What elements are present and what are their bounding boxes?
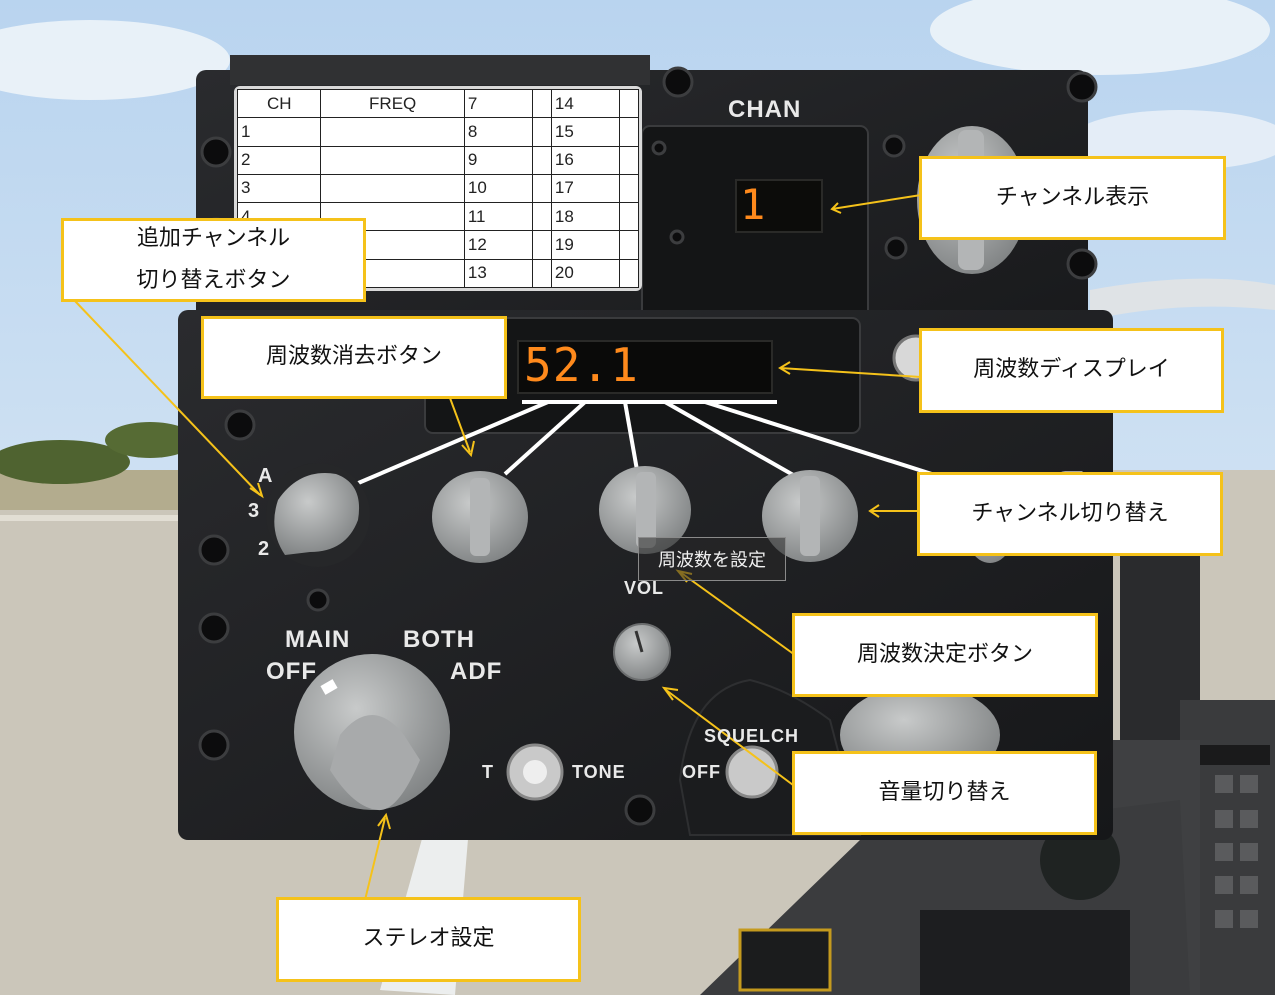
tone-toggle[interactable] [506,743,564,801]
callout-lines [74,194,922,901]
callout-additional-channel: 追加チャンネル 切り替えボタン [61,218,366,302]
preset-cell [320,173,465,204]
vol-label: VOL [624,578,665,598]
preset-cell: 3 [236,173,322,204]
callout-additional-channel-line1: 追加チャンネル [136,226,291,252]
preset-cell [619,117,639,147]
preset-cell: 14 [550,88,621,119]
preset-cell: 11 [463,202,534,232]
freq-set-tooltip: 周波数を設定 [638,537,786,581]
frequency-display: 52.1 [524,338,639,392]
preset-cell [532,117,552,147]
preset-cell: 12 [463,230,534,260]
off-label: OFF [266,658,317,685]
channel-display: 1 [740,180,766,229]
preset-cell: 16 [550,145,621,175]
preset-cell: 9 [463,145,534,175]
callout-freq-confirm: 周波数決定ボタン [792,613,1098,697]
callout-additional-channel-line2: 切り替えボタン [136,268,291,293]
preset-cell: 17 [550,173,621,204]
volume-knob[interactable] [613,623,671,681]
preset-cell [532,88,552,119]
preset-cell: 8 [463,117,534,147]
preset-cell: 10 [463,173,534,204]
preset-cell [619,88,639,119]
selector-lines [355,400,936,486]
preset-cell [532,230,552,260]
preset-cell: 2 [236,145,322,175]
preset-cell: FREQ [320,88,465,119]
callout-stereo: ステレオ設定 [276,897,581,982]
callout-channel-switch: チャンネル切り替え [917,472,1223,556]
preset-cell: 13 [463,258,534,289]
preset-cell: 20 [550,258,621,289]
preset-cell [532,258,552,289]
main-label: MAIN [285,626,351,653]
t-label: T [482,762,494,782]
preset-cell [619,202,639,232]
preset-cell [532,202,552,232]
channel-switch-knob[interactable] [762,470,858,562]
preset-cell [320,145,465,175]
preset-cell: 19 [550,230,621,260]
adf-label: ADF [450,658,503,685]
preset-cell [619,173,639,204]
preset-row: 2 9 16 [236,145,639,175]
callout-freq-clear: 周波数消去ボタン [201,316,507,399]
preset-cell: 18 [550,202,621,232]
preset-cell [320,117,465,147]
preset-cell [619,258,639,289]
callout-volume: 音量切り替え [792,751,1097,835]
both-label: BOTH [403,626,475,653]
preset-cell [619,145,639,175]
band-label-a: A [258,465,274,487]
preset-cell: CH [236,88,322,119]
band-label-3: 3 [248,500,261,522]
additional-channel-knob[interactable] [266,463,370,567]
stereo-mode-knob[interactable] [294,654,450,811]
preset-cell [532,145,552,175]
callout-channel-display: チャンネル表示 [919,156,1226,240]
preset-row: 3 10 17 [236,173,639,204]
callout-freq-display: 周波数ディスプレイ [919,328,1224,413]
preset-cell: 15 [550,117,621,147]
freq-set-knob[interactable] [599,466,691,554]
band-label-2: 2 [258,538,271,560]
frequency-display-window [517,340,773,394]
tone-label: TONE [572,762,626,782]
squelch-off-label: OFF [682,762,721,782]
chan-label: CHAN [728,96,802,123]
preset-cell: 1 [236,117,322,147]
preset-cell [532,173,552,204]
preset-cell: 7 [463,88,534,119]
squelch-label: SQUELCH [704,726,800,746]
freq-clear-knob[interactable] [432,471,528,563]
preset-cell [619,230,639,260]
channel-display-window [735,179,823,233]
